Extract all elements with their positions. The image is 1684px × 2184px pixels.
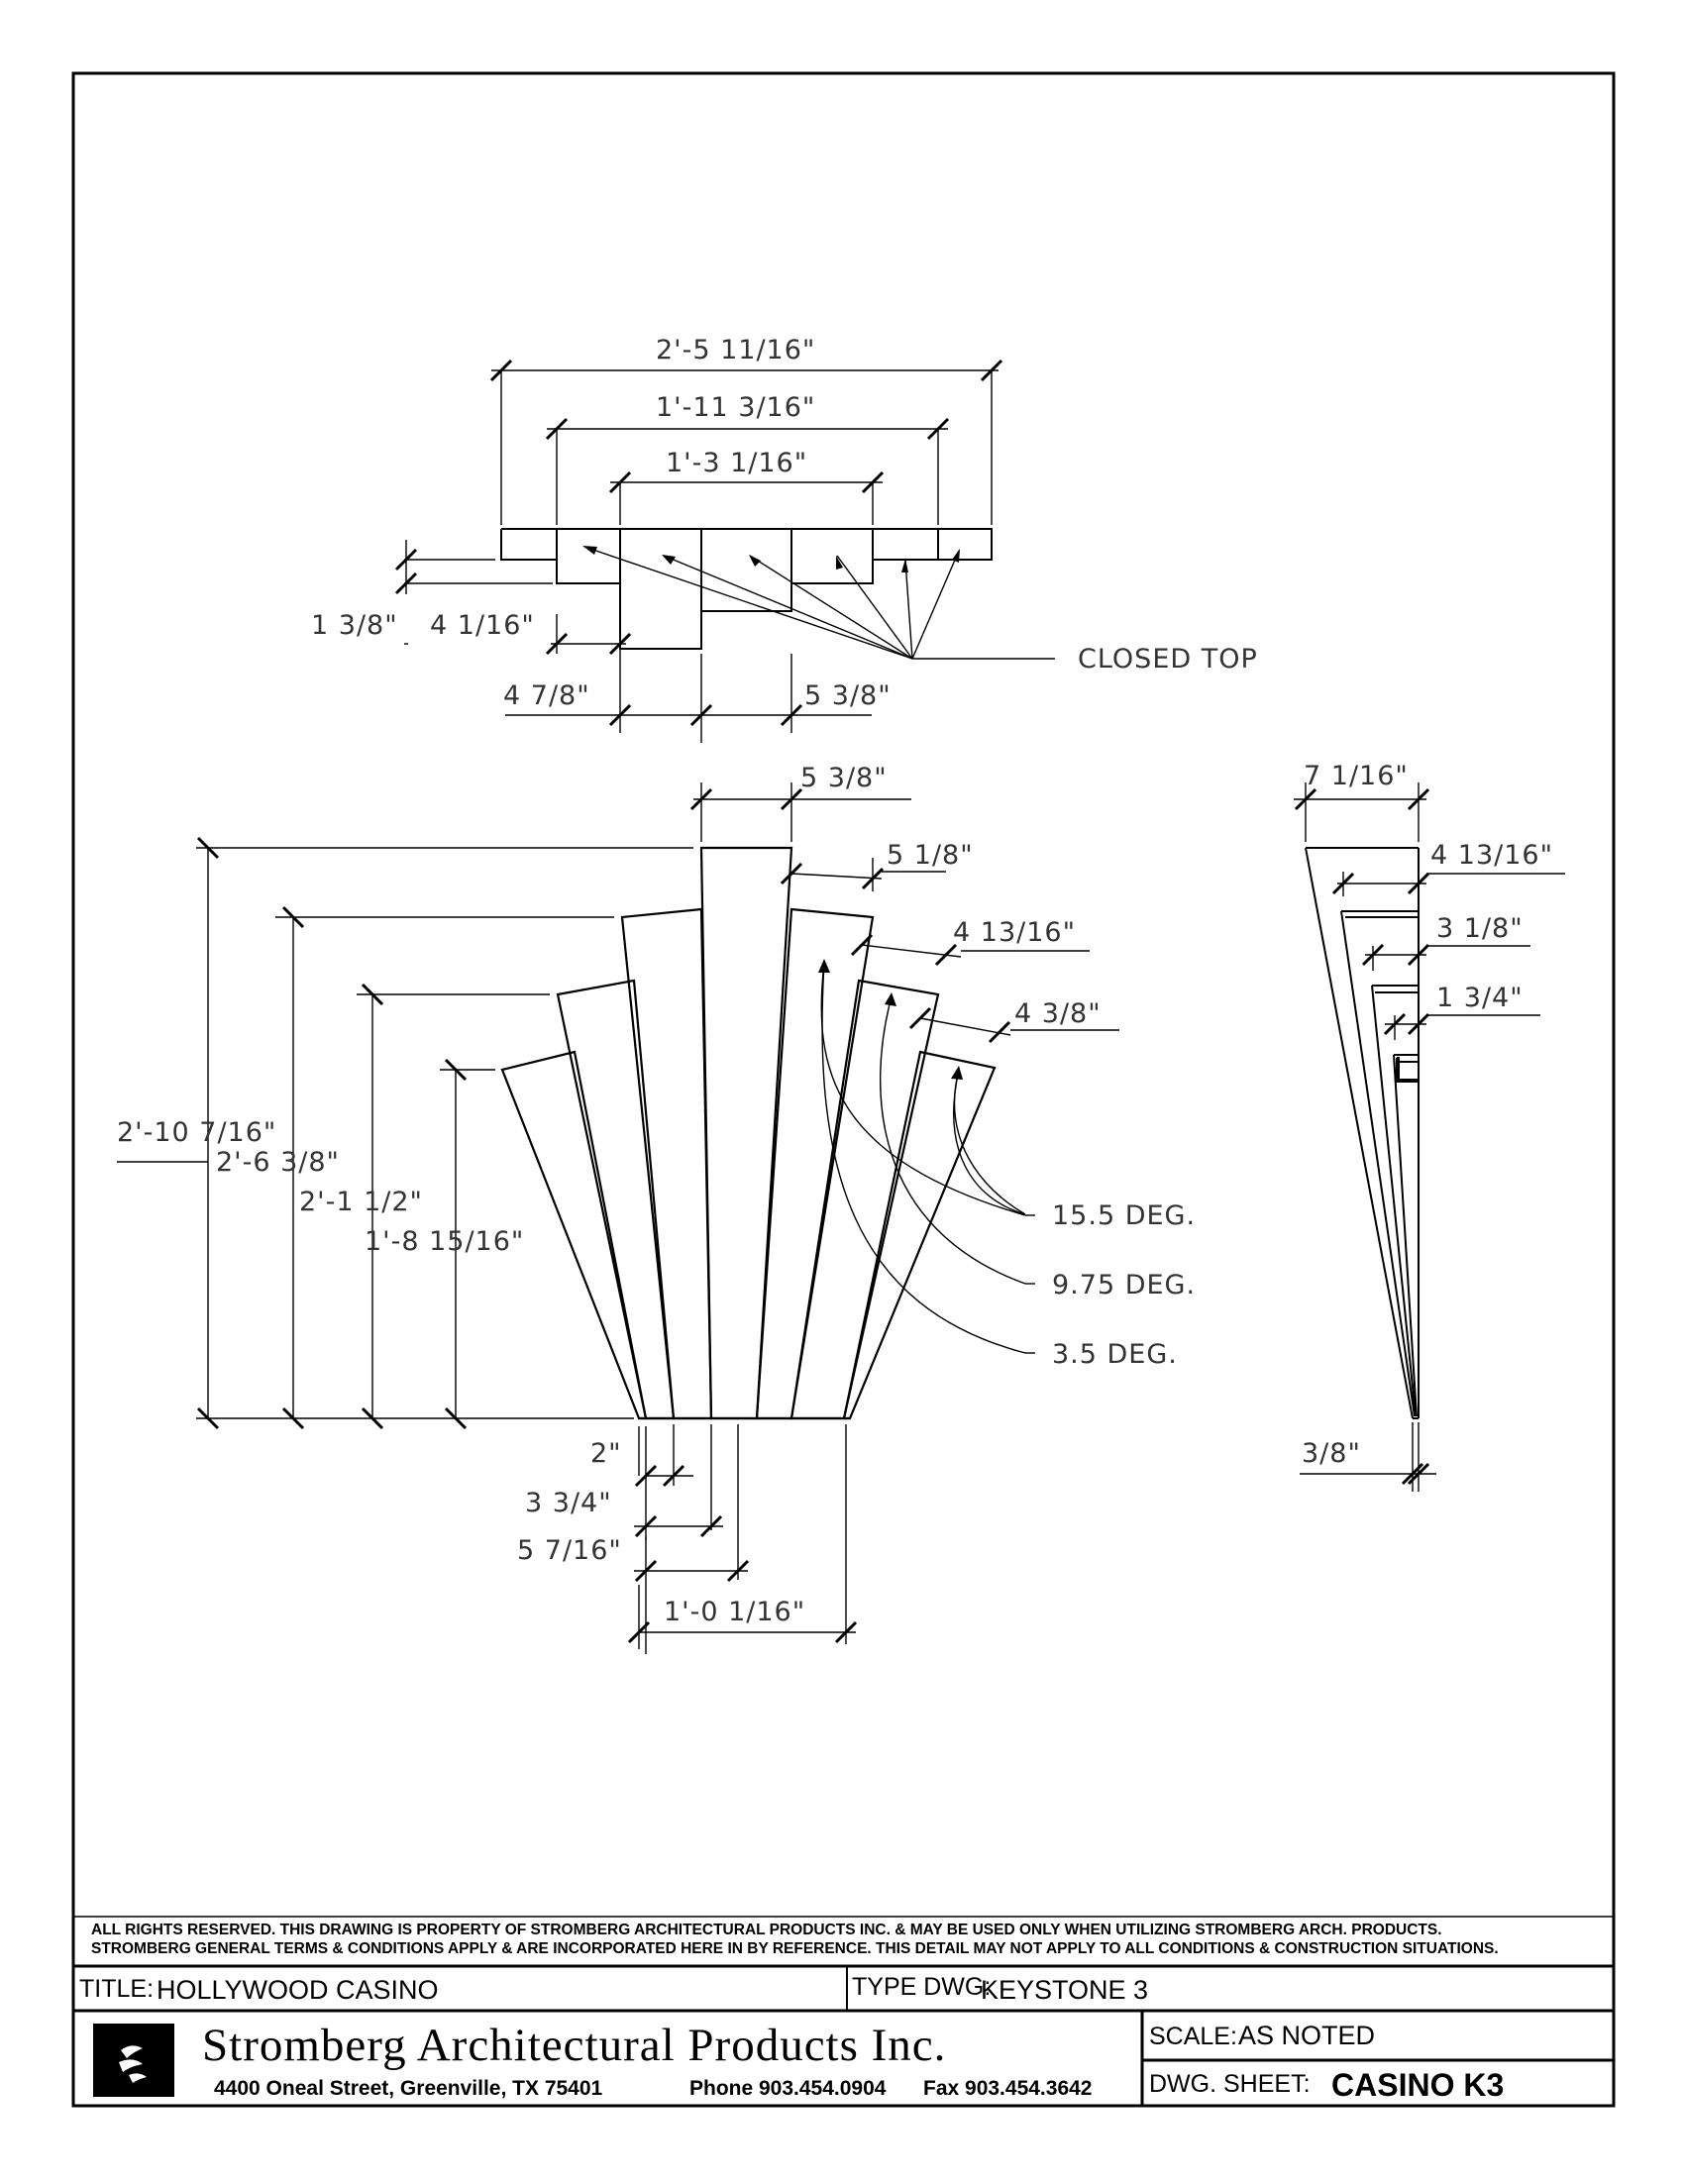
front-view [500, 846, 997, 1420]
angle-label-3: 3.5 DEG. [1052, 1339, 1178, 1370]
dim-side-bottom: 3/8" [1302, 1438, 1361, 1469]
angle-label-1: 15.5 DEG. [1052, 1200, 1196, 1231]
keystone-right-blade-3 [842, 1050, 997, 1420]
dim-front-blade-2: 4 13/16" [953, 917, 1076, 948]
dim-side-fin-1: 4 13/16" [1430, 840, 1553, 871]
angle-label-2: 9.75 DEG. [1052, 1270, 1196, 1300]
scale-label: SCALE: [1149, 2023, 1237, 2050]
top-view [500, 528, 993, 650]
dim-side-fin-3: 1 3/4" [1436, 983, 1524, 1013]
company-phone: Phone 903.454.0904 [689, 2077, 887, 2100]
company-logo [93, 2024, 174, 2097]
dim-front-blade-3: 4 3/8" [1014, 998, 1102, 1029]
dim-front-bottom-1: 2" [590, 1438, 622, 1469]
keystone-right-blade-2 [789, 979, 940, 1420]
dim-top-mid: 1'-11 3/16" [656, 392, 815, 423]
dim-front-top-width: 5 3/8" [800, 763, 888, 793]
dwg-sheet-value: CASINO K3 [1331, 2067, 1504, 2103]
front-view-dimensions [117, 782, 1119, 1654]
dim-front-bottom-3: 5 7/16" [517, 1535, 622, 1566]
dim-top-step-2: 4 1/16" [430, 610, 535, 641]
title-block [73, 1916, 1614, 2106]
side-view-dimensions [1294, 782, 1565, 1492]
closed-top-label: CLOSED TOP [1078, 644, 1258, 675]
dim-front-bottom-total: 1'-0 1/16" [664, 1597, 805, 1627]
scale-value: AS NOTED [1238, 2021, 1375, 2050]
sheet-border [71, 71, 1616, 2108]
company-name: Stromberg Architectural Products Inc. [202, 2020, 946, 2071]
dim-front-blade-1: 5 1/8" [887, 840, 974, 871]
notice-line-1: ALL RIGHTS RESERVED. THIS DRAWING IS PRO… [91, 1922, 1442, 1938]
dim-front-height-4: 1'-8 15/16" [365, 1226, 524, 1257]
title-label: TITLE: [79, 1975, 154, 2003]
keystone-left-blade-2 [556, 979, 676, 1420]
type-dwg-label: TYPE DWG: [852, 1973, 991, 2001]
dwg-sheet-label: DWG. SHEET: [1149, 2070, 1311, 2098]
dim-side-top: 7 1/16" [1304, 761, 1409, 791]
dim-top-step-1: 1 3/8" [311, 610, 398, 641]
closed-top-arrowheads [582, 546, 960, 572]
dim-top-inner: 1'-3 1/16" [666, 448, 807, 478]
top-view-dimensions [394, 359, 1055, 743]
dim-front-height-1: 2'-10 7/16" [117, 1117, 276, 1148]
top-view-profile [500, 528, 993, 650]
dim-top-overall: 2'-5 11/16" [656, 335, 815, 365]
notice-line-2: STROMBERG GENERAL TERMS & CONDITIONS APP… [91, 1940, 1499, 1957]
angle-arrowheads [818, 959, 963, 1080]
dim-front-height-3: 2'-1 1/2" [299, 1187, 423, 1217]
dim-front-height-2: 2'-6 3/8" [216, 1147, 340, 1178]
company-address: 4400 Oneal Street, Greenville, TX 75401 [214, 2077, 603, 2100]
type-dwg-value: KEYSTONE 3 [981, 1975, 1148, 2005]
keystone-right-blade-1 [755, 907, 875, 1420]
dim-top-step-3: 4 7/8" [503, 680, 590, 711]
dim-side-fin-2: 3 1/8" [1436, 913, 1524, 944]
dim-front-bottom-2: 3 3/4" [525, 1488, 612, 1518]
title-value: HOLLYWOOD CASINO [157, 1975, 439, 2005]
keystone-center-block [699, 846, 793, 1420]
side-view [1305, 847, 1420, 1419]
company-fax: Fax 903.454.3642 [923, 2077, 1092, 2100]
dim-top-step-4: 5 3/8" [804, 680, 892, 711]
